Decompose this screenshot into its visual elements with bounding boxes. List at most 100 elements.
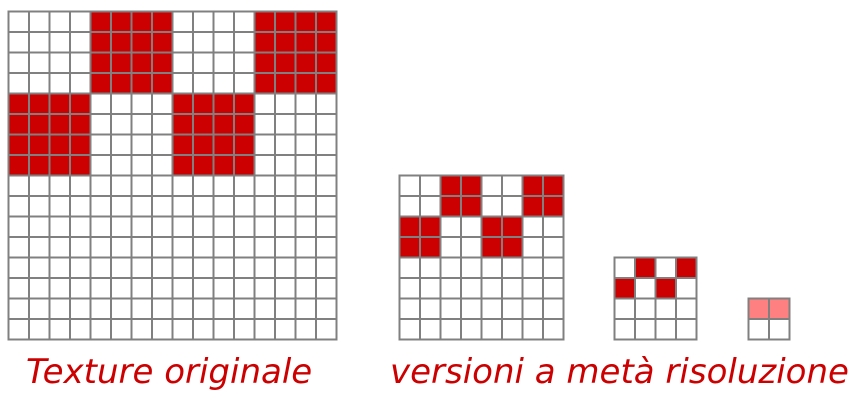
red-texel <box>151 51 174 74</box>
empty-texel <box>69 174 92 197</box>
empty-texel <box>110 195 133 218</box>
empty-texel <box>89 174 112 197</box>
empty-texel <box>110 256 133 279</box>
empty-texel <box>212 51 235 74</box>
empty-texel <box>89 297 112 320</box>
empty-texel <box>274 297 297 320</box>
red-texel <box>212 113 235 136</box>
empty-texel <box>294 277 317 300</box>
red-texel <box>253 72 276 95</box>
empty-texel <box>69 236 92 259</box>
empty-texel <box>521 215 544 238</box>
empty-texel <box>171 277 194 300</box>
empty-texel <box>28 256 51 279</box>
empty-texel <box>7 51 30 74</box>
empty-texel <box>439 236 462 259</box>
empty-texel <box>171 10 194 33</box>
empty-texel <box>274 133 297 156</box>
red-texel <box>212 154 235 177</box>
empty-texel <box>89 256 112 279</box>
empty-texel <box>253 297 276 320</box>
red-texel <box>253 51 276 74</box>
empty-texel <box>480 195 503 218</box>
empty-texel <box>89 92 112 115</box>
red-texel <box>398 215 421 238</box>
red-texel <box>233 133 256 156</box>
empty-texel <box>69 277 92 300</box>
empty-texel <box>439 277 462 300</box>
empty-texel <box>274 256 297 279</box>
empty-texel <box>439 318 462 341</box>
red-texel <box>233 113 256 136</box>
pink-texel <box>768 297 791 320</box>
empty-texel <box>192 236 215 259</box>
empty-texel <box>253 174 276 197</box>
empty-texel <box>315 174 338 197</box>
empty-texel <box>110 277 133 300</box>
empty-texel <box>233 318 256 341</box>
empty-texel <box>233 215 256 238</box>
empty-texel <box>192 277 215 300</box>
empty-texel <box>130 133 153 156</box>
empty-texel <box>7 256 30 279</box>
empty-texel <box>212 277 235 300</box>
red-texel <box>192 154 215 177</box>
empty-texel <box>48 318 71 341</box>
empty-texel <box>654 297 677 320</box>
empty-texel <box>613 318 636 341</box>
mip-level-3-grid <box>747 297 791 341</box>
empty-texel <box>212 318 235 341</box>
red-texel <box>542 195 565 218</box>
empty-texel <box>192 297 215 320</box>
red-texel <box>171 113 194 136</box>
empty-texel <box>212 31 235 54</box>
empty-texel <box>48 277 71 300</box>
empty-texel <box>48 256 71 279</box>
red-texel <box>48 92 71 115</box>
empty-texel <box>171 297 194 320</box>
empty-texel <box>110 113 133 136</box>
red-texel <box>294 31 317 54</box>
red-texel <box>212 133 235 156</box>
red-texel <box>315 10 338 33</box>
empty-texel <box>110 133 133 156</box>
empty-texel <box>253 92 276 115</box>
red-texel <box>48 133 71 156</box>
empty-texel <box>274 92 297 115</box>
empty-texel <box>253 215 276 238</box>
red-texel <box>233 92 256 115</box>
empty-texel <box>233 72 256 95</box>
red-texel <box>89 72 112 95</box>
empty-texel <box>89 154 112 177</box>
empty-texel <box>253 256 276 279</box>
empty-texel <box>233 277 256 300</box>
empty-texel <box>130 92 153 115</box>
red-texel <box>28 154 51 177</box>
red-texel <box>130 10 153 33</box>
empty-texel <box>253 318 276 341</box>
red-texel <box>69 92 92 115</box>
red-texel <box>89 10 112 33</box>
empty-texel <box>294 154 317 177</box>
empty-texel <box>110 215 133 238</box>
empty-texel <box>501 195 524 218</box>
empty-texel <box>89 195 112 218</box>
red-texel <box>130 72 153 95</box>
mip-level-2-grid <box>613 256 698 341</box>
empty-texel <box>542 236 565 259</box>
empty-texel <box>171 256 194 279</box>
red-texel <box>253 10 276 33</box>
empty-texel <box>460 256 483 279</box>
empty-texel <box>28 277 51 300</box>
empty-texel <box>315 277 338 300</box>
empty-texel <box>110 174 133 197</box>
empty-texel <box>48 31 71 54</box>
empty-texel <box>274 236 297 259</box>
empty-texel <box>212 297 235 320</box>
red-texel <box>28 113 51 136</box>
empty-texel <box>634 277 657 300</box>
red-texel <box>480 215 503 238</box>
empty-texel <box>7 31 30 54</box>
empty-texel <box>768 318 791 341</box>
red-texel <box>7 154 30 177</box>
